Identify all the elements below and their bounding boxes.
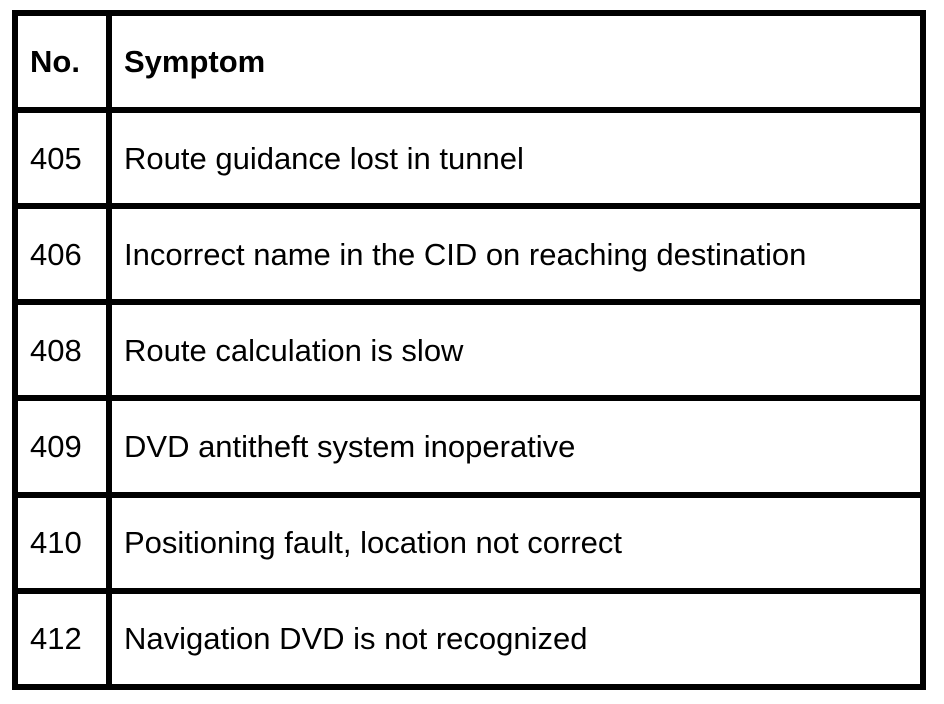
row-number-cell: 408 (12, 299, 112, 402)
row-number-cell: 412 (12, 587, 112, 691)
row-symptom-cell: Incorrect name in the CID on reaching de… (106, 203, 926, 306)
row-number-cell: 405 (12, 106, 112, 210)
column-header-symptom: Symptom (106, 10, 926, 113)
table-row: 406 Incorrect name in the CID on reachin… (12, 203, 926, 306)
table-row: 412 Navigation DVD is not recognized (12, 587, 926, 691)
row-symptom-cell: Route calculation is slow (106, 299, 926, 402)
row-symptom-cell: Positioning fault, location not correct (106, 491, 926, 594)
row-number-cell: 409 (12, 395, 112, 498)
table-row: 405 Route guidance lost in tunnel (12, 106, 926, 210)
symptom-table-container: No. Symptom 405 Route guidance lost in t… (12, 10, 926, 691)
row-symptom-cell: Route guidance lost in tunnel (106, 106, 926, 210)
row-symptom-cell: DVD antitheft system inoperative (106, 395, 926, 498)
table-row: 409 DVD antitheft system inoperative (12, 395, 926, 498)
table-row: 410 Positioning fault, location not corr… (12, 491, 926, 594)
row-symptom-cell: Navigation DVD is not recognized (106, 587, 926, 691)
row-number-cell: 406 (12, 203, 112, 306)
row-number-cell: 410 (12, 491, 112, 594)
table-row: 408 Route calculation is slow (12, 299, 926, 402)
symptom-table: No. Symptom 405 Route guidance lost in t… (12, 10, 926, 691)
table-header-row: No. Symptom (12, 10, 926, 113)
column-header-number: No. (12, 10, 112, 113)
